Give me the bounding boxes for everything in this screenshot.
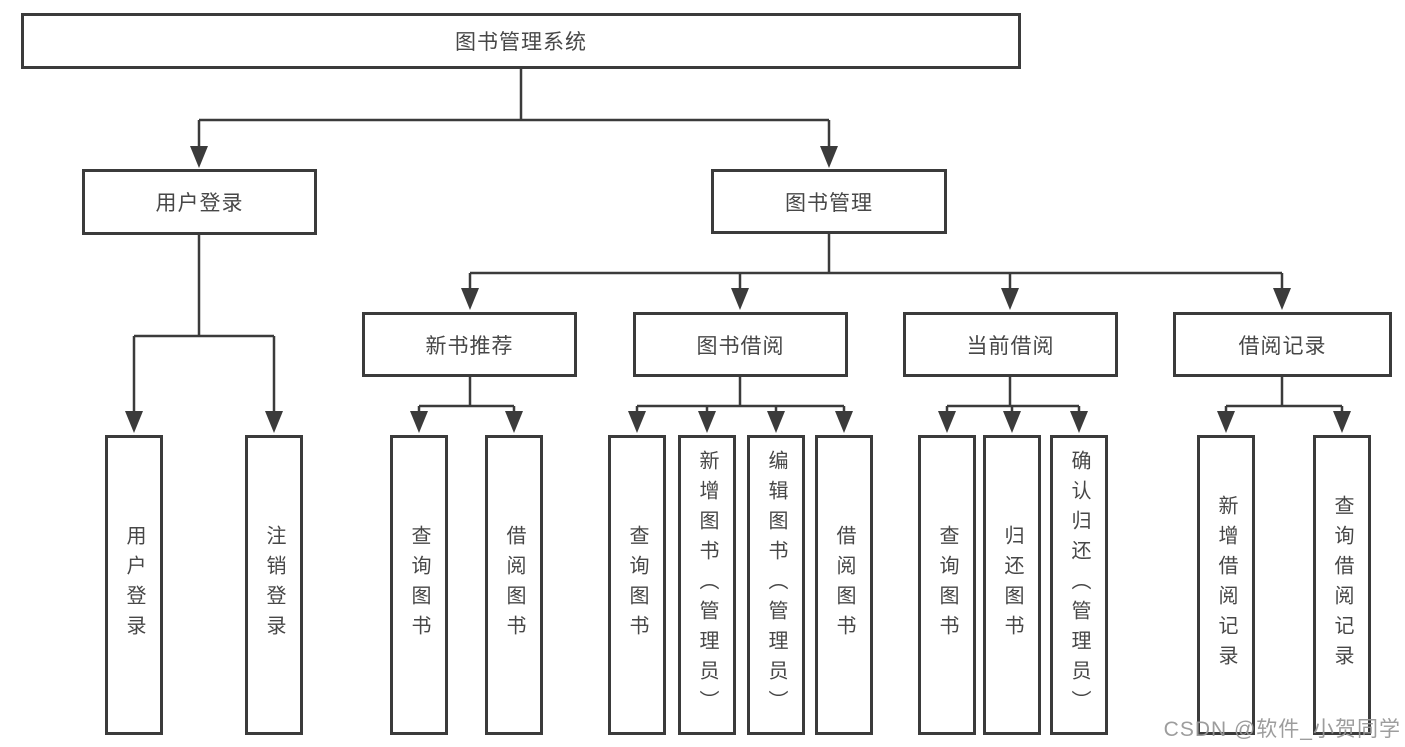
node-label: 查询图书 [936, 525, 958, 645]
node-label: 图书管理系统 [455, 31, 587, 54]
leaf-add-books-admin: 新增图书（管理员） [678, 435, 736, 735]
leaf-return-books: 归还图书 [983, 435, 1041, 735]
node-label: 图书管理 [785, 191, 873, 215]
arrowhead [1333, 411, 1351, 433]
node-label: 归还图书 [1001, 525, 1023, 645]
edges-root-to-level2 [190, 69, 838, 168]
leaf-user-login: 用户登录 [105, 435, 163, 735]
arrowhead [1273, 288, 1291, 310]
node-book-management: 图书管理 [711, 169, 947, 234]
arrowhead [820, 146, 838, 168]
arrowhead [698, 411, 716, 433]
node-label: 新书推荐 [425, 334, 514, 358]
node-label: 图书借阅 [696, 334, 785, 358]
node-label: 借阅记录 [1238, 334, 1327, 358]
node-library-management-system: 图书管理系统 [21, 13, 1021, 69]
leaf-query-books-recommend: 查询图书 [390, 435, 448, 735]
arrowhead [265, 411, 283, 433]
node-label: 编辑图书（管理员） [765, 450, 787, 720]
node-label: 查询图书 [408, 525, 430, 645]
node-label: 借阅图书 [503, 525, 525, 645]
arrowhead [410, 411, 428, 433]
leaf-query-books-borrow: 查询图书 [608, 435, 666, 735]
leaf-logout: 注销登录 [245, 435, 303, 735]
node-current-borrow: 当前借阅 [903, 312, 1118, 377]
arrowhead [835, 411, 853, 433]
arrowhead [190, 146, 208, 168]
arrowhead [1070, 411, 1088, 433]
arrowhead [938, 411, 956, 433]
arrowhead [461, 288, 479, 310]
node-label: 借阅图书 [833, 525, 855, 645]
arrowhead [1001, 288, 1019, 310]
node-user-login: 用户登录 [82, 169, 317, 235]
node-label: 新增借阅记录 [1215, 495, 1237, 675]
arrowhead [125, 411, 143, 433]
leaf-edit-books-admin: 编辑图书（管理员） [747, 435, 805, 735]
node-label: 当前借阅 [966, 334, 1055, 358]
leaf-query-books-current: 查询图书 [918, 435, 976, 735]
arrowhead [1003, 411, 1021, 433]
node-new-book-recommend: 新书推荐 [362, 312, 577, 377]
edges-borrow-records-children [1217, 377, 1351, 433]
csdn-watermark: CSDN @软件_小贺同学 [1163, 718, 1401, 741]
arrowhead [628, 411, 646, 433]
edges-book-borrow-children [628, 377, 853, 433]
leaf-add-borrow-record: 新增借阅记录 [1197, 435, 1255, 735]
arrowhead [731, 288, 749, 310]
edges-user-login-children [125, 235, 283, 433]
arrowhead [1217, 411, 1235, 433]
leaf-borrow-books-recommend: 借阅图书 [485, 435, 543, 735]
node-label: 用户登录 [155, 192, 244, 215]
arrowhead [767, 411, 785, 433]
node-label: 注销登录 [263, 525, 285, 645]
node-label: 查询借阅记录 [1331, 495, 1353, 675]
arrowhead [505, 411, 523, 433]
node-label: 查询图书 [626, 525, 648, 645]
node-label: 用户登录 [123, 525, 145, 645]
node-borrow-records: 借阅记录 [1173, 312, 1392, 377]
leaf-query-borrow-record: 查询借阅记录 [1313, 435, 1371, 735]
node-label: 确认归还（管理员） [1068, 450, 1090, 720]
edges-new-book-recommend-children [410, 377, 523, 433]
edges-book-management-children [461, 234, 1291, 310]
node-label: 新增图书（管理员） [696, 450, 718, 720]
edges-current-borrow-children [938, 377, 1088, 433]
node-book-borrow: 图书借阅 [633, 312, 848, 377]
leaf-confirm-return-admin: 确认归还（管理员） [1050, 435, 1108, 735]
leaf-borrow-books: 借阅图书 [815, 435, 873, 735]
